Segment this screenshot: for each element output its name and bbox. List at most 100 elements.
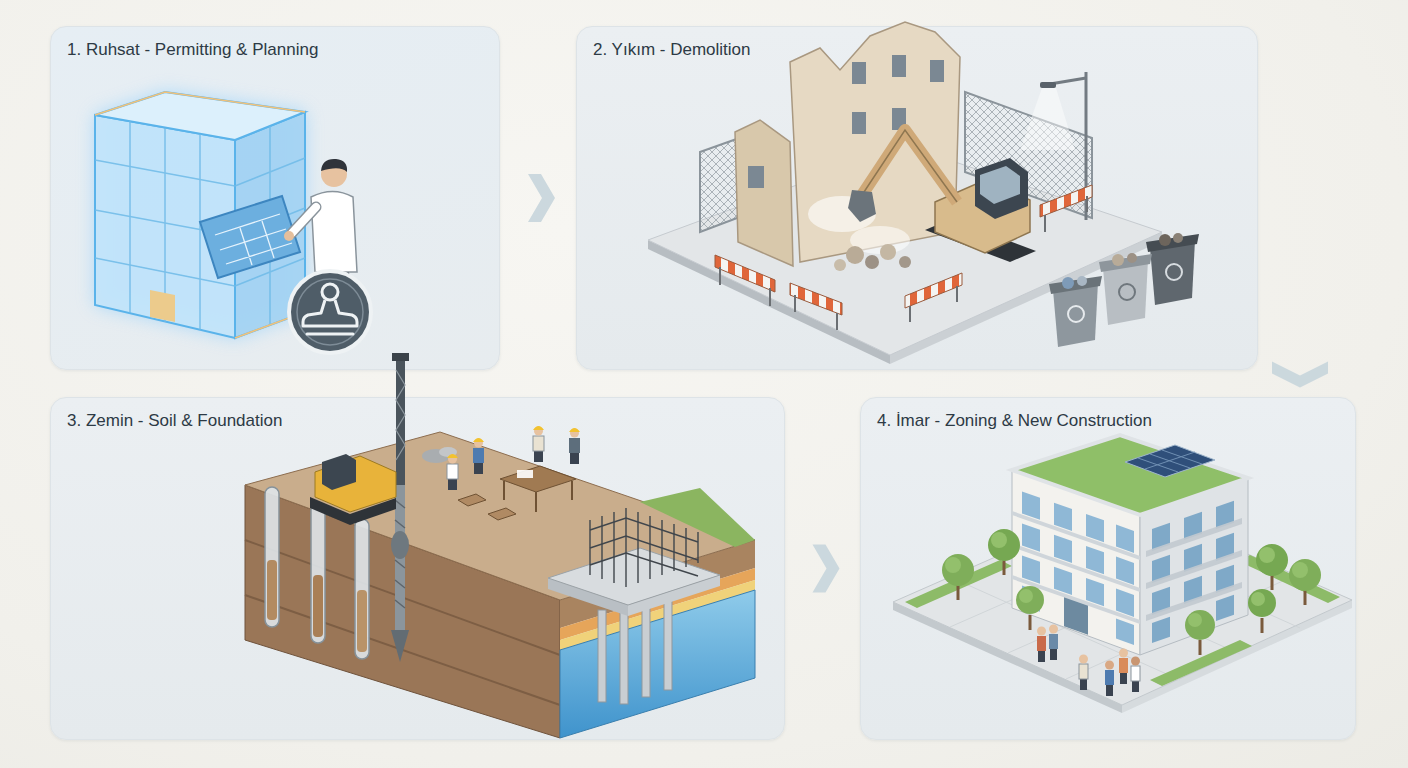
- people-figures-part: [1131, 657, 1140, 666]
- worker-figures-part: [569, 428, 580, 432]
- tree-group-part: [1016, 586, 1044, 614]
- demolition-illustration-part: [848, 190, 876, 222]
- soil-illustration-part: [458, 494, 486, 506]
- people-figures-part: [1037, 636, 1046, 651]
- demolition-illustration-part: [910, 286, 957, 322]
- permit-illustration-part: [297, 279, 363, 345]
- worker-figures-part: [473, 448, 484, 463]
- construction-illustration-part-part: [1146, 550, 1242, 589]
- tree-group-part: [1188, 613, 1202, 627]
- demolition-illustration-part: [892, 55, 906, 77]
- worker-figures-part: [447, 464, 458, 479]
- people-figures-part: [1132, 680, 1139, 692]
- soil-illustration-part: [598, 598, 672, 704]
- soil-illustration-part: [313, 575, 323, 637]
- demolition-illustration-part: [1040, 185, 1092, 217]
- permit-illustration-part: [95, 92, 305, 115]
- worker-figures-part: [534, 450, 543, 462]
- tree-group-part: [1256, 544, 1288, 576]
- tree-group-part: [1292, 562, 1308, 578]
- construction-illustration-part: [893, 500, 1352, 705]
- tree-group-part: [1185, 610, 1215, 640]
- permit-illustration-part: [321, 159, 347, 172]
- panel-title: 2. Yıkım - Demolition: [593, 39, 750, 61]
- soil-illustration-part: [392, 353, 409, 361]
- people-figures-part: [1119, 649, 1128, 658]
- soil-illustration-part-part: [590, 508, 698, 587]
- construction-illustration-part: [1138, 450, 1202, 472]
- chevron-shape: [528, 174, 555, 222]
- soil-illustration-part-part: [620, 612, 628, 704]
- demolition-illustration-part: [1099, 254, 1152, 272]
- permit-illustration-part: [322, 284, 338, 300]
- chevron-shape: [813, 545, 840, 593]
- demolition-illustration-part: [790, 283, 842, 315]
- soil-illustration-part-part: [265, 487, 279, 627]
- tree-group-part: [1289, 559, 1321, 591]
- demolition-illustration-part: [980, 166, 1020, 204]
- panel-title: 1. Ruhsat - Permitting & Planning: [67, 39, 318, 61]
- tree-group: [942, 529, 1321, 655]
- permit-illustration-part: [307, 333, 353, 336]
- soil-illustration-part: [391, 531, 409, 559]
- construction-illustration-part-part: [1146, 518, 1242, 557]
- permit-illustration-part: [95, 92, 305, 338]
- permit-illustration-part: [150, 290, 175, 322]
- demolition-illustration-part: [852, 112, 866, 134]
- soil-illustration-part-part: [311, 503, 325, 643]
- worker-figures-part: [448, 478, 457, 490]
- people-figures-part: [1049, 625, 1058, 634]
- flow-chevron: [813, 545, 840, 593]
- demolition-illustration-part: [846, 246, 864, 264]
- demolition-illustration-part: [1112, 254, 1124, 266]
- people-figures-part: [1080, 678, 1087, 690]
- demolition-illustration-part: [865, 255, 879, 269]
- construction-illustration-part-part: [1216, 595, 1234, 621]
- worker-figures-part: [533, 436, 544, 451]
- demolition-illustration: [648, 22, 1199, 364]
- demolition-illustration-part: [1062, 277, 1074, 289]
- tree-group-part: [958, 560, 1305, 655]
- worker-figures-part: [447, 454, 458, 458]
- soil-illustration-part: [488, 508, 516, 520]
- demolition-illustration-part: [1068, 306, 1084, 322]
- soil-illustration-part-part: [664, 598, 672, 690]
- people-figures-part: [1079, 655, 1088, 664]
- permit-illustration-part: [289, 271, 371, 353]
- demolition-illustration-part: [1045, 196, 1087, 232]
- construction-illustration-part: [1146, 498, 1242, 645]
- tree-group-part: [942, 554, 974, 586]
- people-figures-part: [1119, 658, 1128, 673]
- demolition-illustration-part: [852, 62, 866, 84]
- construction-illustration-part: [1125, 445, 1215, 477]
- tree-group-part: [1019, 589, 1033, 603]
- flow-chevron: [528, 174, 555, 222]
- demolition-illustration-part: [1166, 264, 1182, 280]
- soil-illustration-part: [500, 466, 576, 492]
- demolition-illustration-part: [1127, 253, 1137, 263]
- construction-illustration-part: [1012, 435, 1248, 515]
- flow-chevron: [1272, 362, 1328, 388]
- demolition-illustration-part: [1159, 234, 1171, 246]
- soil-illustration-part-part: [590, 518, 698, 576]
- demolition-illustration-part: [930, 60, 944, 82]
- soil-illustration-part: [548, 548, 720, 605]
- demolition-illustration-part: [905, 273, 962, 308]
- demolition-illustration-part: [1077, 276, 1087, 286]
- demolition-illustration-part: [899, 256, 911, 268]
- soil-illustration-part: [396, 370, 405, 460]
- permit-illustration-part: [95, 92, 305, 140]
- panel-title: 4. İmar - Zoning & New Construction: [877, 410, 1152, 432]
- demolition-illustration-part: [795, 295, 837, 330]
- permit-illustration-part: [95, 121, 305, 330]
- demolition-illustration-part: [1119, 284, 1135, 300]
- demolition-illustration-part: [720, 267, 770, 306]
- tree-group-part: [1259, 547, 1275, 563]
- soil-illustration-part: [265, 487, 369, 659]
- soil-illustration-part-part: [598, 610, 606, 702]
- chevron-shape: [1272, 362, 1328, 388]
- people-figures-part: [1049, 634, 1058, 649]
- people-figures-part: [1105, 670, 1114, 685]
- people-figures-part: [1106, 684, 1113, 696]
- people-figures-part: [1037, 627, 1046, 636]
